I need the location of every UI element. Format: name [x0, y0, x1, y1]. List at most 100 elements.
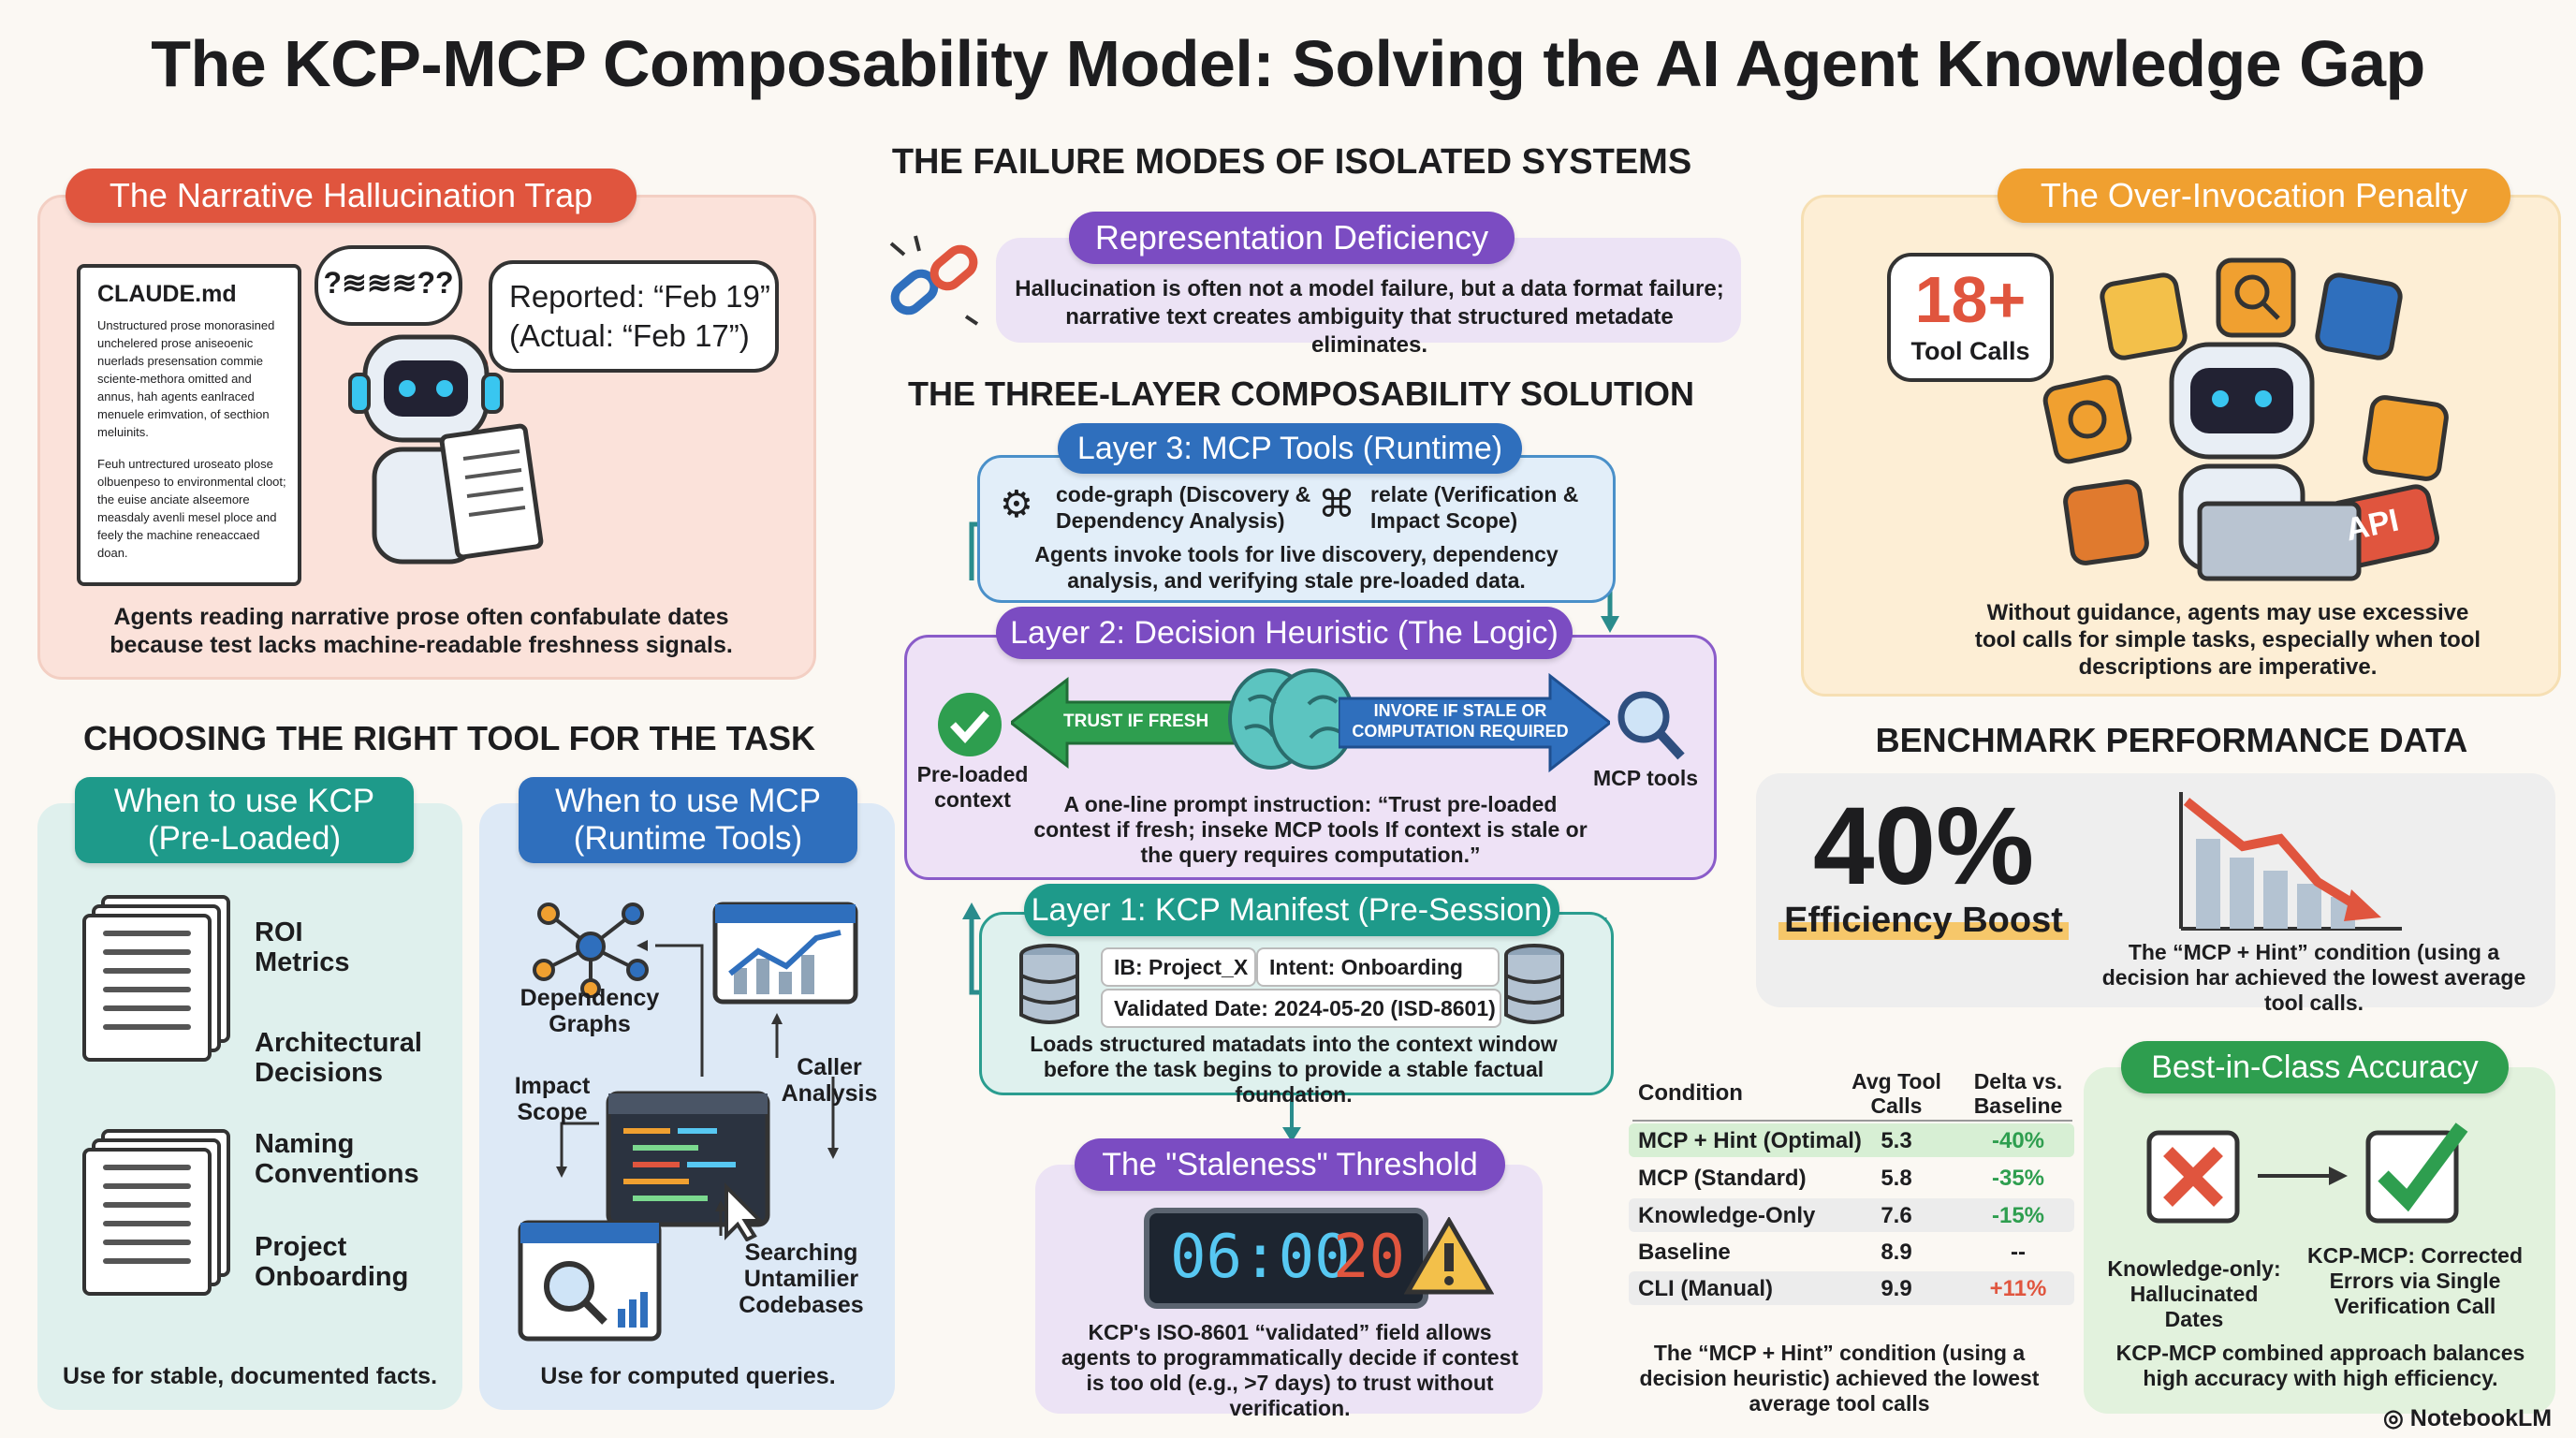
tool-code-graph: code-graph (Discovery & Dependency Analy… [1056, 482, 1311, 533]
accuracy-left-label: Knowledge-only: Hallucinated Dates [2107, 1256, 2281, 1331]
mcp-caption: Use for computed queries. [540, 1363, 836, 1389]
manifest-field-intent: Intent: Onboarding [1256, 947, 1500, 987]
trust-arrow-label: TRUST IF FRESH [1063, 712, 1209, 731]
layer3-pill: Layer 3: MCP Tools (Runtime) [1058, 423, 1522, 474]
doc-text-1: Unstructured prose monorasined unchelere… [97, 318, 275, 439]
representation-text: Hallucination is often not a model failu… [1015, 276, 1724, 358]
table-header-condition: Condition [1638, 1080, 1743, 1106]
mcp-label-impact: Impact Scope [514, 1073, 591, 1125]
accuracy-pill: Best-in-Class Accuracy [2121, 1041, 2509, 1093]
code-graph-icon: ⚙ [1000, 484, 1033, 525]
clock-time: 06:00 [1170, 1223, 1351, 1292]
row-condition: MCP + Hint (Optimal) [1638, 1128, 1862, 1153]
error-x-icon [2146, 1130, 2240, 1224]
layer2-text: A one-line prompt instruction: “Trust pr… [1033, 792, 1588, 867]
layer2-pill: Layer 2: Decision Heuristic (The Logic) [996, 607, 1573, 659]
accuracy-caption: KCP-MCP combined approach balances high … [2115, 1341, 2525, 1390]
over-invocation-pill: The Over-Invocation Penalty [1998, 169, 2510, 223]
mcp-tools-label: MCP tools [1593, 766, 1699, 790]
table-row [1629, 1198, 2074, 1232]
thought-text: ?≋≋≋?? [323, 266, 454, 300]
invoke-arrow [1339, 672, 1610, 773]
thought-bubble: ?≋≋≋?? [315, 245, 462, 326]
speech-bubble: Reported: “Feb 19” (Actual: “Feb 17”) [489, 260, 779, 373]
clock-seconds: 20 [1333, 1223, 1406, 1292]
row-condition: MCP (Standard) [1638, 1166, 1807, 1191]
brand-label: NotebookLM [2409, 1405, 2553, 1431]
doc-title: CLAUDE.md [97, 281, 237, 307]
warning-icon [1404, 1217, 1494, 1295]
row-delta: +11% [1989, 1276, 2047, 1301]
mcp-label-caller: Caller Analysis [781, 1054, 878, 1107]
efficiency-label: Efficiency Boost [1778, 901, 2069, 941]
mcp-pill-line-2: (Runtime Tools) [573, 820, 803, 857]
row-delta: -- [2011, 1240, 2026, 1265]
row-condition: CLI (Manual) [1638, 1276, 1773, 1301]
bubble-line-1: Reported: “Feb 19” [509, 279, 770, 314]
bubble-line-2: (Actual: “Feb 17”) [509, 318, 750, 353]
kcp-pill: When to use KCP (Pre-Loaded) [75, 777, 414, 863]
hallucination-pill: The Narrative Hallucination Trap [66, 169, 637, 223]
row-calls: 5.3 [1881, 1128, 1912, 1153]
accuracy-card [2084, 1067, 2555, 1414]
over-invocation-caption: Without guidance, agents may use excessi… [1974, 600, 2481, 680]
downtrend-chart-icon [2179, 792, 2402, 931]
staleness-text: KCP's ISO-8601 “validated” field allows … [1061, 1320, 1519, 1420]
staleness-clock: 06:00 20 [1144, 1208, 1428, 1309]
document-stack-icon [82, 1148, 212, 1296]
manifest-field-id: IB: Project_X [1101, 947, 1256, 987]
table-row [1629, 1271, 2074, 1305]
success-check-icon [2365, 1123, 2468, 1224]
representation-pill: Representation Deficiency [1069, 212, 1515, 264]
kcp-item-naming: Naming Conventions [255, 1129, 419, 1189]
failure-modes-heading: THE FAILURE MODES OF ISOLATED SYSTEMS [891, 142, 1692, 182]
table-header-calls: Avg Tool Calls [1852, 1069, 1941, 1118]
database-icon-right [1504, 944, 1564, 1024]
efficiency-number: 40% [1812, 785, 2035, 908]
mcp-label-dependency: Dependency Graphs [520, 985, 660, 1037]
kcp-item-architecture: Architectural Decisions [255, 1028, 422, 1088]
invoke-arrow-label: INVORE IF STALE OR COMPUTATION REQUIRED [1352, 701, 1569, 741]
confused-robot-icon [348, 334, 544, 565]
doc-text-2: Feuh untrectured uroseato plose olbuenpe… [97, 457, 286, 560]
solution-heading: THE THREE-LAYER COMPOSABILITY SOLUTION [907, 374, 1695, 413]
table-divider [1632, 1120, 2072, 1122]
brain-icon [1228, 668, 1355, 770]
hallucination-caption: Agents reading narrative prose often con… [110, 604, 733, 658]
tool-relate: relate (Verification & Impact Scope) [1370, 482, 1579, 533]
row-calls: 9.9 [1881, 1276, 1912, 1301]
tool-calls-count: 18+ [1914, 263, 2027, 336]
magnifier-icon [1617, 691, 1685, 760]
row-delta: -40% [1991, 1128, 2045, 1153]
chart-window-icon [712, 902, 858, 1005]
layer3-text: Agents invoke tools for live discovery, … [1034, 542, 1559, 593]
manifest-field-date: Validated Date: 2024-05-20 (ISD-8601) [1101, 989, 1501, 1028]
kcp-card [37, 803, 462, 1410]
row-calls: 7.6 [1881, 1203, 1912, 1228]
mcp-pill-line-1: When to use MCP [555, 783, 821, 819]
mcp-label-searching: Searching Untamilier Codebases [739, 1240, 864, 1318]
layer3-card [977, 455, 1616, 603]
kcp-item-roi: ROI Metrics [255, 917, 350, 977]
tool-calls-label: Tool Calls [1910, 337, 2030, 365]
kcp-item-onboarding: Project Onboarding [255, 1232, 409, 1292]
relate-icon: ⌘ [1318, 484, 1355, 525]
claude-md-document: CLAUDE.md Unstructured prose monorasined… [77, 264, 301, 586]
layer1-text: Loads structured matadats into the conte… [1030, 1032, 1558, 1107]
trend-caption: The “MCP + Hint” condition (using a deci… [2101, 940, 2526, 1015]
code-editor-icon [606, 1091, 770, 1241]
row-delta: -15% [1991, 1203, 2045, 1228]
arrow-right-icon [2258, 1167, 2348, 1185]
accuracy-right-label: KCP-MCP: Corrected Errors via Single Ver… [2306, 1243, 2524, 1318]
row-delta: -35% [1991, 1166, 2045, 1191]
table-caption: The “MCP + Hint” condition (using a deci… [1639, 1341, 2040, 1416]
database-icon-left [1019, 944, 1079, 1024]
efficiency-label-text: Efficiency Boost [1778, 901, 2069, 940]
row-condition: Knowledge-Only [1638, 1203, 1816, 1228]
kcp-caption: Use for stable, documented facts. [62, 1363, 438, 1389]
row-condition: Baseline [1638, 1240, 1731, 1265]
table-header-delta: Delta vs. Baseline [1973, 1069, 2063, 1118]
broken-link-icon [889, 235, 979, 326]
mcp-flow-arrows [556, 940, 839, 1236]
page-title: The KCP-MCP Composability Model: Solving… [151, 27, 2425, 100]
